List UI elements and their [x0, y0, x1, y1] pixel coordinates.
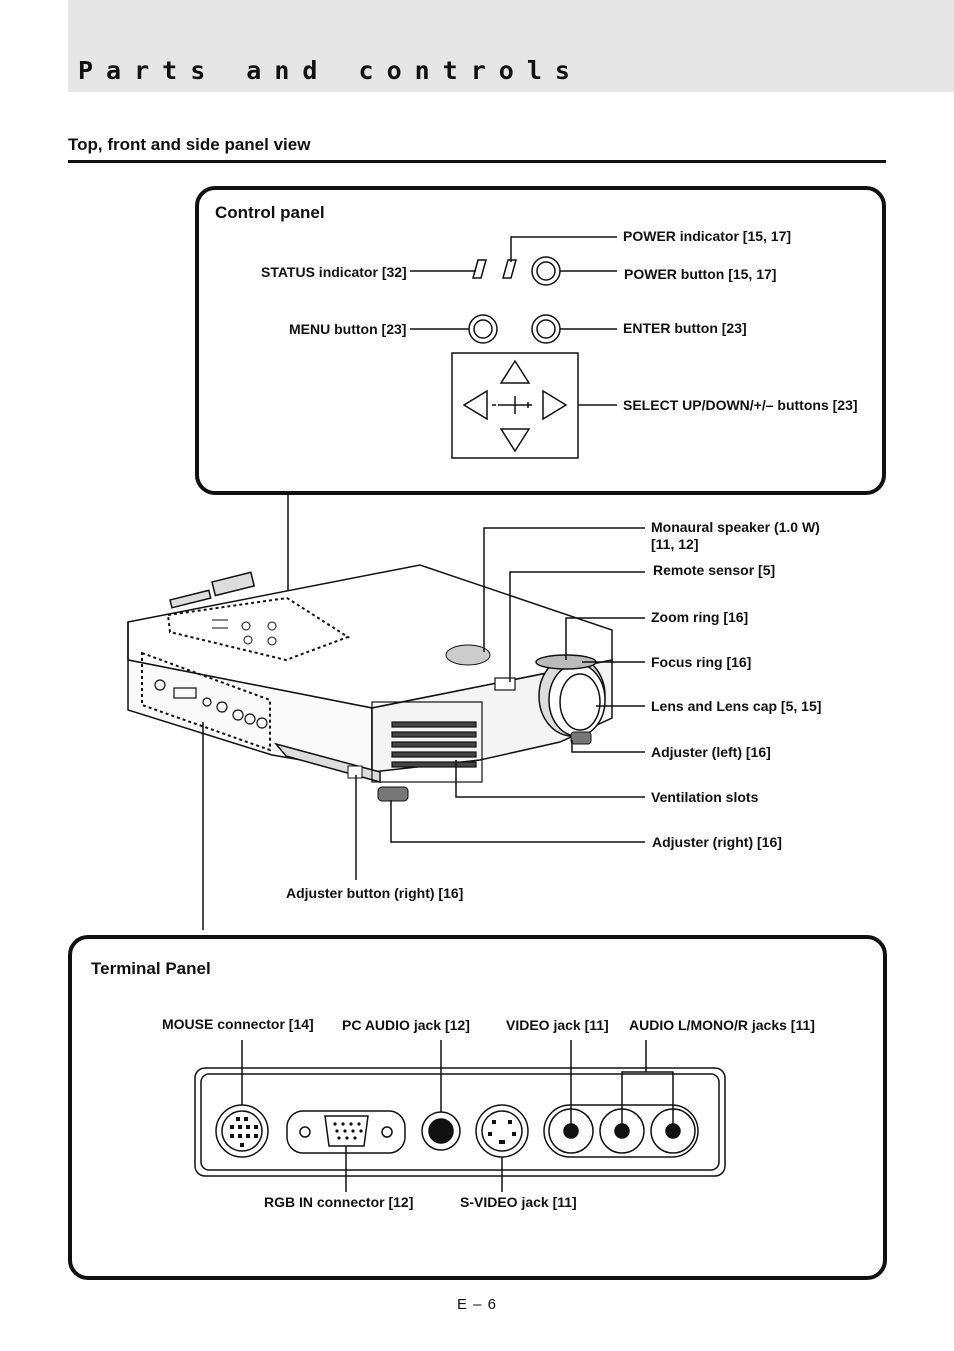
power-indicator-label: POWER indicator [15, 17]	[623, 228, 792, 244]
section-rule	[68, 160, 886, 163]
status-indicator-led	[472, 259, 487, 279]
side-terminal-area	[141, 651, 271, 752]
right-arrow-icon	[542, 389, 568, 421]
power-button-shape	[531, 256, 561, 286]
adjuster-button-shape	[347, 765, 363, 779]
top-control-area	[166, 596, 351, 662]
rgb-in-label: RGB IN connector [12]	[264, 1194, 414, 1210]
ventilation-slots-shape	[371, 701, 483, 783]
mouse-connector-label: MOUSE connector [14]	[162, 1016, 314, 1032]
terminal-panel-box	[68, 935, 887, 1280]
adjuster-right-foot	[377, 786, 409, 802]
s-video-label: S-VIDEO jack [11]	[460, 1194, 577, 1210]
up-arrow-icon	[499, 359, 531, 384]
down-arrow-icon	[499, 428, 531, 453]
focus-ring-label: Focus ring [16]	[651, 654, 752, 670]
page-number: E – 6	[457, 1296, 498, 1313]
control-panel-title: Control panel	[215, 203, 325, 222]
page-title: Parts and controls	[78, 56, 583, 85]
enter-button-shape	[531, 314, 561, 344]
remote-sensor-shape	[494, 677, 516, 691]
speaker-pages-label: [11, 12]	[651, 536, 699, 552]
pc-audio-label: PC AUDIO jack [12]	[342, 1017, 470, 1033]
audio-jacks-label: AUDIO L/MONO/R jacks [11]	[629, 1017, 815, 1033]
adjuster-left-label: Adjuster (left) [16]	[651, 744, 771, 760]
remote-sensor-label: Remote sensor [5]	[653, 562, 776, 578]
header-band	[68, 0, 954, 92]
menu-button-label: MENU button [23]	[289, 321, 407, 337]
adjuster-left-foot	[570, 731, 592, 745]
speaker-label: Monaural speaker (1.0 W)	[651, 519, 820, 535]
terminal-panel-title: Terminal Panel	[91, 959, 211, 978]
adjuster-button-right-label: Adjuster button (right) [16]	[286, 885, 464, 901]
ventilation-label: Ventilation slots	[651, 789, 759, 805]
lens-label: Lens and Lens cap [5, 15]	[651, 698, 822, 714]
speaker-grille	[445, 644, 491, 666]
control-panel-box	[195, 186, 886, 495]
section-heading: Top, front and side panel view	[68, 135, 311, 154]
select-buttons-label: SELECT UP/DOWN/+/– buttons [23]	[623, 397, 858, 413]
status-indicator-label: STATUS indicator [32]	[261, 264, 407, 280]
lens-shape	[535, 654, 606, 737]
terminal-panel-illustration	[194, 1067, 726, 1177]
video-jack-label: VIDEO jack [11]	[506, 1017, 609, 1033]
control-panel-illustration	[451, 256, 579, 459]
power-button-label: POWER button [15, 17]	[624, 266, 777, 282]
left-arrow-icon	[462, 389, 488, 421]
power-indicator-led	[502, 259, 517, 279]
adjuster-right-label: Adjuster (right) [16]	[652, 834, 782, 850]
enter-button-label: ENTER button [23]	[623, 320, 747, 336]
menu-button-shape	[468, 314, 498, 344]
zoom-ring-label: Zoom ring [16]	[651, 609, 749, 625]
